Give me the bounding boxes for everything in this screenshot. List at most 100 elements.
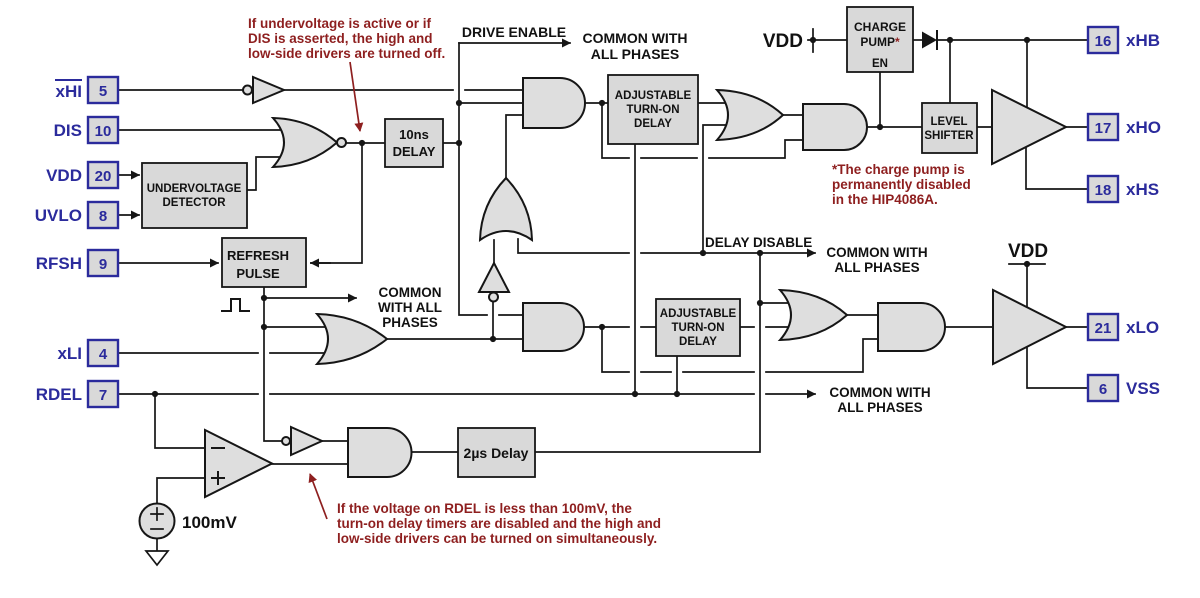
adj-low-label-1: ADJUSTABLE [660,308,737,320]
level-shifter-label-1: LEVEL [930,116,967,128]
driver-low [992,288,1069,366]
pin-box-rdel [86,379,120,409]
vdd-low-label: VDD [1008,241,1048,262]
inverter-rdel-bubble [281,436,291,446]
common-top-1: COMMON WITH [583,30,688,46]
pin-box-xhi [86,75,120,105]
wire-xhs [1025,145,1089,190]
pin-label-xhs: xHS [1126,180,1159,199]
ground-icon [144,550,170,567]
adj-low-label-3: DELAY [679,336,717,348]
pin-box-xhs [1086,174,1120,204]
inverter-xhi [252,75,287,105]
and-gate-rdel [347,427,413,478]
or-gate-low [777,288,849,342]
driver-high [991,88,1069,166]
and-gate-high-output [802,103,869,151]
pin-number-xho: 17 [1095,120,1112,137]
pin-number-vdd: 20 [95,168,112,185]
pin-box-xli [86,338,120,368]
wire-interlock-or-out [505,114,524,179]
pin-number-xhs: 18 [1095,182,1112,199]
pin-label-uvlo: UVLO [35,206,82,225]
charge-pump-label-1: CHARGE [854,20,906,34]
comparator [204,428,275,499]
adjustable-delay-high-block [607,74,699,145]
delay-10ns-label-1: 10ns [399,127,429,142]
charge-pump-asterisk: * [895,35,900,49]
note-rdel-2: turn-on delay timers are disabled and th… [337,516,661,531]
wires [117,28,1089,552]
adj-high-label-1: ADJUSTABLE [615,90,692,102]
pin-number-xli: 4 [99,346,108,363]
pin-number-rdel: 7 [99,387,107,404]
pin-box-rfsh [86,248,120,278]
pin-label-rdel: RDEL [36,385,82,404]
pulse-waveform-icon [221,298,250,312]
refresh-label-1: REFRESH [227,248,289,263]
junction-dots [151,36,1031,398]
or-gate-high [714,88,785,142]
net-labels: DRIVE ENABLE COMMON WITH ALL PHASES COMM… [182,24,1048,532]
note-rdel-arrow [308,473,328,520]
wire-uvd-to-nor [246,156,282,191]
pin-box-vss [1086,373,1120,403]
wire-nor-to-refresh [310,142,363,264]
note-cp-3: in the HIP4086A. [832,192,938,207]
adj-low-label-2: TURN-ON [671,322,724,334]
note-uvlo-1: If undervoltage is active or if [248,16,432,31]
wire-ref-to-comparator [156,477,206,505]
and-gate-low-main [522,302,586,352]
pin-number-xhb: 16 [1095,33,1112,50]
wire-delaydisable-to-orhigh [702,124,730,254]
pin-box-vdd [86,160,120,190]
common-refresh-1: COMMON [379,285,442,300]
pin-label-xhb: xHB [1126,31,1160,50]
common-refresh-2: WITH ALL [378,300,442,315]
note-cp-1: *The charge pump is [832,162,965,177]
note-rdel-1: If the voltage on RDEL is less than 100m… [337,501,632,516]
adjustable-delay-low-block [655,298,741,357]
nor-gate-bubble [336,137,347,148]
undervoltage-detector-block [141,162,248,229]
and-gate-high-main [522,77,587,129]
note-rdel-3: low-side drivers can be turned on simult… [337,531,657,546]
pin-number-rfsh: 9 [99,256,107,273]
drive-enable-label: DRIVE ENABLE [462,24,566,40]
nor-gate-dis-uvlo [270,116,339,169]
wire-refresh-out-vertical [263,286,283,442]
delay-10ns-block [384,118,444,168]
level-shifter-label-2: SHIFTER [924,130,974,142]
refresh-pulse-block [221,237,307,288]
pin-number-dis: 10 [95,123,112,140]
inverter-rdel [290,425,325,457]
pin-box-xhb [1086,25,1120,55]
common-top-2: ALL PHASES [591,46,679,62]
wire-low-bypass [601,326,879,373]
pin-label-vss: VSS [1126,379,1160,398]
note-uvlo-arrow [349,61,364,132]
delay-disable-label: DELAY DISABLE [705,235,812,250]
inverter-xhi-bubble [242,84,253,96]
pin-label-rfsh: RFSH [36,254,82,273]
source-plus-icon [150,507,164,521]
not-gate-interlock [477,260,511,293]
pin-number-xhi: 5 [99,83,107,100]
diode-icon [922,31,937,49]
common-rdel-2: ALL PHASES [837,400,922,415]
common-refresh-3: PHASES [382,315,438,330]
note-uvlo-2: DIS is asserted, the high and [248,31,433,46]
wire-2us-out [534,252,761,453]
delay-2us-label: 2µs Delay [464,445,529,461]
not-gate-interlock-bubble [488,291,499,303]
adj-high-label-2: TURN-ON [626,104,679,116]
note-cp-2: permanently disabled [832,177,971,192]
pin-label-dis: DIS [54,121,82,140]
note-uvlo-3: low-side drivers are turned off. [248,46,445,61]
common-rdel-1: COMMON WITH [829,385,930,400]
or-gate-xli [314,312,389,366]
pins-left: xHI 5 DIS 10 VDD 20 UVLO 8 RFSH 9 xLI 4 … [35,75,120,409]
pin-box-xlo [1086,312,1120,342]
delay-10ns-label-2: DELAY [393,144,436,159]
